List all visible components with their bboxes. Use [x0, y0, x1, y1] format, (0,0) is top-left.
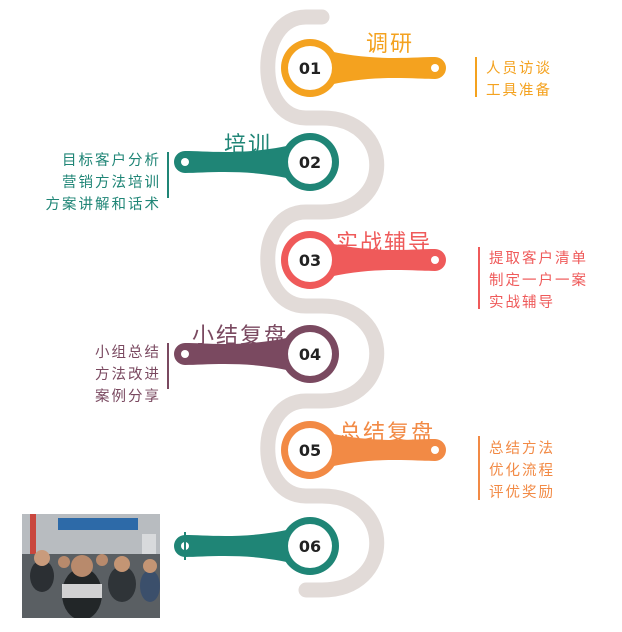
step-marker-01: 01: [281, 39, 446, 97]
description-bracket: [478, 247, 480, 309]
pin-tail: [322, 431, 446, 469]
step-title: 培训: [224, 133, 273, 158]
pin-inner: [288, 428, 332, 472]
description-line: 营销方法培训: [62, 175, 161, 191]
description-bracket: [167, 343, 169, 389]
pin-inner: [288, 140, 332, 184]
description-line: 制定一户一案: [489, 273, 588, 289]
photo-banner: [58, 518, 138, 530]
description-line: 实战辅导: [489, 295, 555, 311]
step-marker-05: 05: [281, 421, 446, 479]
step-description: 提取客户清单制定一户一案实战辅导: [489, 248, 588, 314]
description-bracket: [475, 57, 477, 97]
pin-tip-dot: [431, 446, 439, 454]
pin-inner: [288, 46, 332, 90]
description-line: 工具准备: [486, 83, 552, 99]
step-marker-06: 06: [174, 517, 339, 575]
step-title: 总结复盘: [339, 421, 436, 446]
description-line: 提取客户清单: [489, 251, 588, 267]
pin-tail: [174, 143, 298, 181]
pin-inner: [288, 238, 332, 282]
step-number: 03: [299, 251, 321, 270]
description-bracket: [167, 152, 169, 198]
step-description: 小组总结方法改进案例分享: [95, 342, 161, 408]
description-line: 优化流程: [489, 463, 555, 479]
pin-tip-dot: [181, 350, 189, 358]
pin-tail: [322, 49, 446, 87]
pin-tail: [174, 527, 298, 565]
pin-tail: [174, 335, 298, 373]
training-photo: [22, 514, 160, 618]
step-description: 总结方法优化流程评优奖励: [489, 438, 555, 504]
pin-tail: [322, 241, 446, 279]
step-title: 实战辅导: [336, 231, 433, 256]
step-number: 02: [299, 153, 321, 172]
pin-inner: [288, 332, 332, 376]
description-line: 方法改进: [95, 367, 161, 383]
step-title: 小结复盘: [192, 324, 289, 349]
step-marker-04: 04: [174, 325, 339, 383]
description-line: 方案讲解和话术: [45, 197, 161, 213]
description-line: 评优奖励: [489, 485, 555, 501]
description-line: 人员访谈: [486, 61, 552, 77]
step-title: 调研: [366, 32, 415, 57]
description-line: 总结方法: [489, 441, 555, 457]
step-marker-03: 03: [281, 231, 446, 289]
step-number: 05: [299, 441, 321, 460]
description-bracket: [184, 532, 186, 560]
step-description: 人员访谈工具准备: [486, 58, 552, 102]
step-marker-02: 02: [174, 133, 339, 191]
description-bracket: [478, 436, 480, 500]
description-line: 案例分享: [95, 389, 161, 405]
description-line: 小组总结: [95, 345, 161, 361]
description-line: 目标客户分析: [62, 153, 161, 169]
pin-tip-dot: [181, 158, 189, 166]
pin-inner: [288, 524, 332, 568]
pin-tip-dot: [431, 64, 439, 72]
step-number: 04: [299, 345, 321, 364]
step-number: 01: [299, 59, 321, 78]
step-description: 目标客户分析营销方法培训方案讲解和话术: [46, 150, 162, 216]
pin-tip-dot: [431, 256, 439, 264]
serpentine-path: [260, 9, 385, 598]
step-number: 06: [299, 537, 321, 556]
